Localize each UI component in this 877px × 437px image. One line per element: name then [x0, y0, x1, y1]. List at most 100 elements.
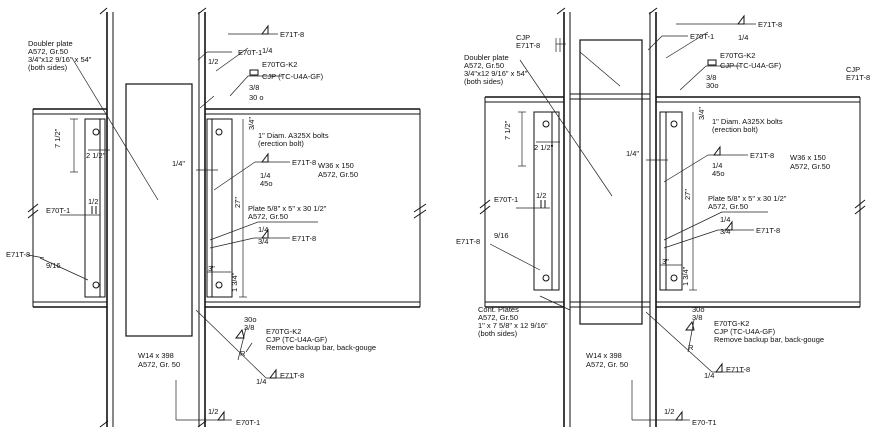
right-continuity-plates — [569, 93, 651, 308]
left-weld-e71t8-left: E71T-8 — [6, 250, 30, 259]
right-weld-base-size: 1/2 — [664, 407, 674, 416]
left-weld-lower-type: E71T-8 — [292, 234, 316, 243]
right-dim-two-half: 2 1/2" — [534, 143, 554, 152]
right-bolts-line1: 1" Diam. A325X bolts — [712, 117, 783, 126]
left-cjp-top-line2: CJP (TC-U4A-GF) — [262, 72, 324, 81]
left-weld-e70t1-top-size: 1/2 — [208, 57, 218, 66]
left-weld-e71t8-left-size: 9/16 — [46, 261, 61, 270]
right-cjp-top-angle: 30o — [706, 81, 719, 90]
left-weld-e70t1-top: E70T-1 — [238, 48, 262, 57]
left-dim-seven-half: 7 1/2" — [53, 128, 62, 148]
left-beam-left-side — [27, 108, 107, 308]
left-cjp-top-line1: E70TG-K2 — [262, 60, 297, 69]
left-weld-e70t1-left: E70T-1 — [46, 206, 70, 215]
right-doubler-plate — [579, 39, 643, 325]
right-weld-lower-size-b: 3/4 — [720, 227, 730, 236]
right-cjp-top-size: 3/8 — [706, 73, 716, 82]
right-dim-one-three-quarter: 1 3/4" — [681, 266, 690, 286]
left-weld-lower-size-a: 1/4 — [258, 225, 268, 234]
left-weld-mid-size: 1/4 — [260, 171, 270, 180]
right-weld-lower-size-a: 1/4 — [720, 215, 730, 224]
right-weld-mid-angle: 45o — [712, 169, 725, 178]
right-cont-plates-line2: A572, Gr.50 — [478, 313, 518, 322]
right-doubler-line2: A572, Gr.50 — [464, 61, 504, 70]
left-column — [99, 7, 207, 428]
right-cont-plates-line4: (both sides) — [478, 329, 518, 338]
right-weld-e70t1-left: E70T-1 — [494, 195, 518, 204]
right-plate-line2: A572, Gr.50 — [708, 202, 748, 211]
left-labels: Doubler plate A572, Gr.50 3/4"x12 9/16" … — [6, 30, 376, 427]
right-dim-one-quarter: 1/4" — [626, 149, 639, 158]
left-column-line2: A572, Gr. 50 — [138, 360, 180, 369]
left-beam-line2: A572, Gr.50 — [318, 170, 358, 179]
left-weld-base-size: 1/2 — [208, 407, 218, 416]
right-column-line2: A572, Gr. 50 — [586, 360, 628, 369]
right-dim-three-quarter: 3/4" — [697, 107, 706, 120]
left-detail: Doubler plate A572, Gr.50 3/4"x12 9/16" … — [6, 7, 427, 428]
right-bottom-angle: 30o — [692, 305, 705, 314]
right-weld-symbols — [489, 14, 768, 421]
left-weld-mid-angle: 45o — [260, 179, 273, 188]
left-weld-bottom-type: E71T-8 — [280, 371, 304, 380]
right-weld-lower-type: E71T-8 — [756, 226, 780, 235]
left-doubler-plate — [125, 83, 193, 337]
right-cjp-top-left-line1: CJP — [516, 33, 530, 42]
right-column — [556, 7, 658, 427]
right-column-line1: W14 x 398 — [586, 351, 622, 360]
left-plate-line2: A572, Gr.50 — [248, 212, 288, 221]
right-detail: CJP E71T-8 Doubler plate A572, Gr.50 3/4… — [456, 7, 870, 427]
left-weld-e71t8-top-size: 1/4 — [262, 46, 272, 55]
left-cjp-top-size: 3/8 — [249, 83, 259, 92]
right-weld-e71t8-top-size: 1/4 — [738, 33, 748, 42]
left-plate-line1: Plate 5/8" x 5" x 30 1/2" — [248, 204, 327, 213]
left-beam-right-side — [205, 108, 427, 308]
right-cjp-far-right-line1: CJP — [846, 65, 860, 74]
right-plate-line1: Plate 5/8" x 5" x 30 1/2" — [708, 194, 787, 203]
right-shear-tab-right — [659, 111, 683, 291]
left-weld-base-type: E70T-1 — [236, 418, 260, 427]
right-bottom-r: R — [688, 343, 694, 352]
left-weld-bottom-size: 1/4 — [256, 377, 266, 386]
left-beam-line1: W36 x 150 — [318, 161, 354, 170]
right-beam-left-side — [479, 96, 564, 308]
left-doubler-line1: Doubler plate — [28, 39, 73, 48]
right-beam-right-side — [656, 96, 866, 308]
left-cjp-top-angle: 30 o — [249, 93, 264, 102]
left-weld-e70t1-left-size: 1/2 — [88, 197, 98, 206]
right-shear-tab-left — [533, 111, 560, 291]
right-weld-e70t1-top: E70T-1 — [690, 32, 714, 41]
right-dim-27: 27" — [683, 189, 692, 200]
left-bottom-cjp-line2: CJP (TC-U4A-GF) — [266, 335, 328, 344]
left-doubler-line3: 3/4"x12 9/16" x 54" — [28, 55, 92, 64]
right-cont-plates-line3: 1" x 7 5/8" x 12 9/16" — [478, 321, 548, 330]
left-dim-three: 3" — [208, 264, 215, 273]
right-bottom-cjp-line3: Remove backup bar, back-gouge — [714, 335, 824, 344]
right-weld-e70t1-left-size: 1/2 — [536, 191, 546, 200]
right-bottom-cjp-line2: CJP (TC-U4A-GF) — [714, 327, 776, 336]
left-column-line1: W14 x 398 — [138, 351, 174, 360]
left-weld-symbols — [27, 24, 318, 421]
left-dim-one-three-quarter: 1 3/4" — [230, 272, 239, 292]
left-dim-one-quarter: 1/4" — [172, 159, 185, 168]
left-weld-e71t8-top: E71T-8 — [280, 30, 304, 39]
right-weld-base-type: E70-T1 — [692, 418, 717, 427]
left-shear-tab-left — [84, 118, 106, 298]
right-doubler-line1: Doubler plate — [464, 53, 509, 62]
right-weld-mid-size: 1/4 — [712, 161, 722, 170]
left-dim-27: 27" — [233, 197, 242, 208]
left-bolts-line2: (erection bolt) — [258, 139, 304, 148]
right-cjp-top-line1: E70TG-K2 — [720, 51, 755, 60]
left-dimensions — [70, 118, 247, 298]
right-bolts-line2: (erection bolt) — [712, 125, 758, 134]
right-weld-e71t8-left: E71T-8 — [456, 237, 480, 246]
right-weld-bottom-type: E71T-8 — [726, 365, 750, 374]
right-beam-line1: W36 x 150 — [790, 153, 826, 162]
left-doubler-line2: A572, Gr.50 — [28, 47, 68, 56]
left-bottom-r: R — [240, 349, 246, 358]
right-dimensions — [518, 111, 697, 291]
right-doubler-line3: 3/4"x12 9/16" x 54" — [464, 69, 528, 78]
right-weld-mid-type: E71T-8 — [750, 151, 774, 160]
right-doubler-line4: (both sides) — [464, 77, 504, 86]
right-dim-seven-half: 7 1/2" — [503, 120, 512, 140]
